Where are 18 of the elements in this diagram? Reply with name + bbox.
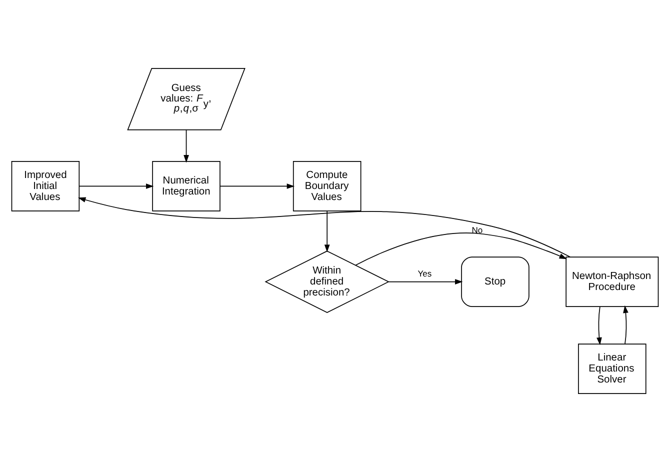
arrow bbox=[596, 306, 602, 345]
node-box: Compute Boundary Values bbox=[292, 160, 362, 211]
arrow bbox=[220, 183, 295, 188]
arrow bbox=[355, 232, 568, 266]
edge-label: Yes bbox=[418, 268, 432, 278]
node-box: Numerical Integration bbox=[152, 160, 220, 211]
node-box: Linear Equations Solver bbox=[578, 343, 646, 394]
arrow bbox=[78, 183, 154, 188]
node-diamond: Within defined precision? bbox=[264, 250, 390, 312]
node-box: Newton-Raphson Procedure bbox=[566, 256, 659, 306]
arrow bbox=[388, 278, 463, 284]
node-box: Improved Initial Values bbox=[11, 160, 80, 211]
arrow bbox=[78, 196, 571, 257]
arrow bbox=[623, 304, 628, 344]
arrow bbox=[324, 210, 330, 252]
node-box: Stop bbox=[461, 256, 530, 306]
arrow bbox=[184, 129, 189, 162]
edge-label: No bbox=[472, 224, 483, 235]
